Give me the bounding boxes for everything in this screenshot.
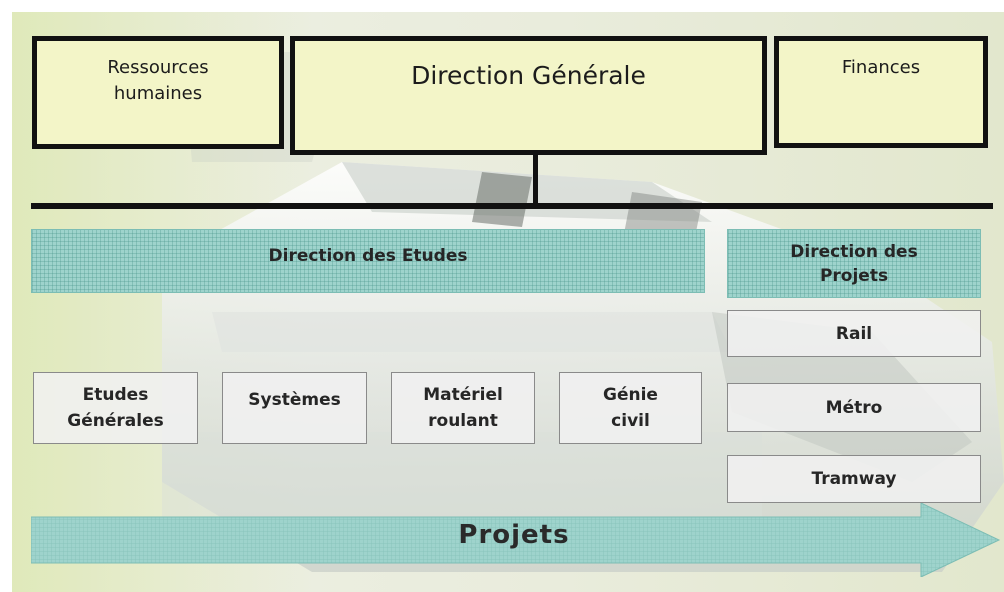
direction-des-etudes-label: Direction des Etudes (268, 246, 468, 266)
unit-label-line1: Systèmes (248, 390, 341, 410)
systemes-box: Systèmes (222, 372, 367, 444)
rail-label: Rail (835, 323, 873, 344)
genie-civil-box: Génie civil (559, 372, 702, 444)
direction-des-etudes-box: Direction des Etudes (31, 229, 705, 293)
direction-projets-line1: Direction des (790, 241, 918, 262)
direction-des-projets-box: Direction des Projets (727, 229, 981, 298)
metro-label: Métro (825, 397, 883, 418)
finances-label: Finances (841, 57, 921, 78)
projets-arrow (31, 503, 1001, 577)
org-chart-slide: Ressources humaines Direction Générale F… (12, 12, 1004, 592)
unit-label-line1: Génie (603, 385, 658, 405)
horizontal-connector-line (31, 203, 993, 209)
direction-generale-label: Direction Générale (411, 61, 646, 90)
unit-label-line1: Etudes (82, 385, 149, 405)
ressources-humaines-box: Ressources humaines (32, 36, 284, 149)
direction-projets-line2: Projets (819, 265, 889, 286)
unit-label-line1: Matériel (423, 385, 503, 405)
materiel-roulant-box: Matériel roulant (391, 372, 535, 444)
finances-box: Finances (774, 36, 988, 148)
direction-generale-box: Direction Générale (290, 36, 767, 155)
tramway-box: Tramway (727, 455, 981, 503)
rail-box: Rail (727, 310, 981, 357)
tramway-label: Tramway (811, 469, 897, 489)
projets-arrow-label: Projets (458, 520, 570, 550)
rh-label-line2: humaines (113, 83, 203, 104)
rh-label-line1: Ressources (107, 57, 209, 78)
unit-label-line2: civil (611, 411, 650, 431)
metro-box: Métro (727, 383, 981, 432)
etudes-generales-box: Etudes Générales (33, 372, 198, 444)
vertical-connector-line (533, 150, 538, 207)
unit-label-line2: Générales (67, 411, 164, 431)
unit-label-line2: roulant (428, 411, 498, 431)
